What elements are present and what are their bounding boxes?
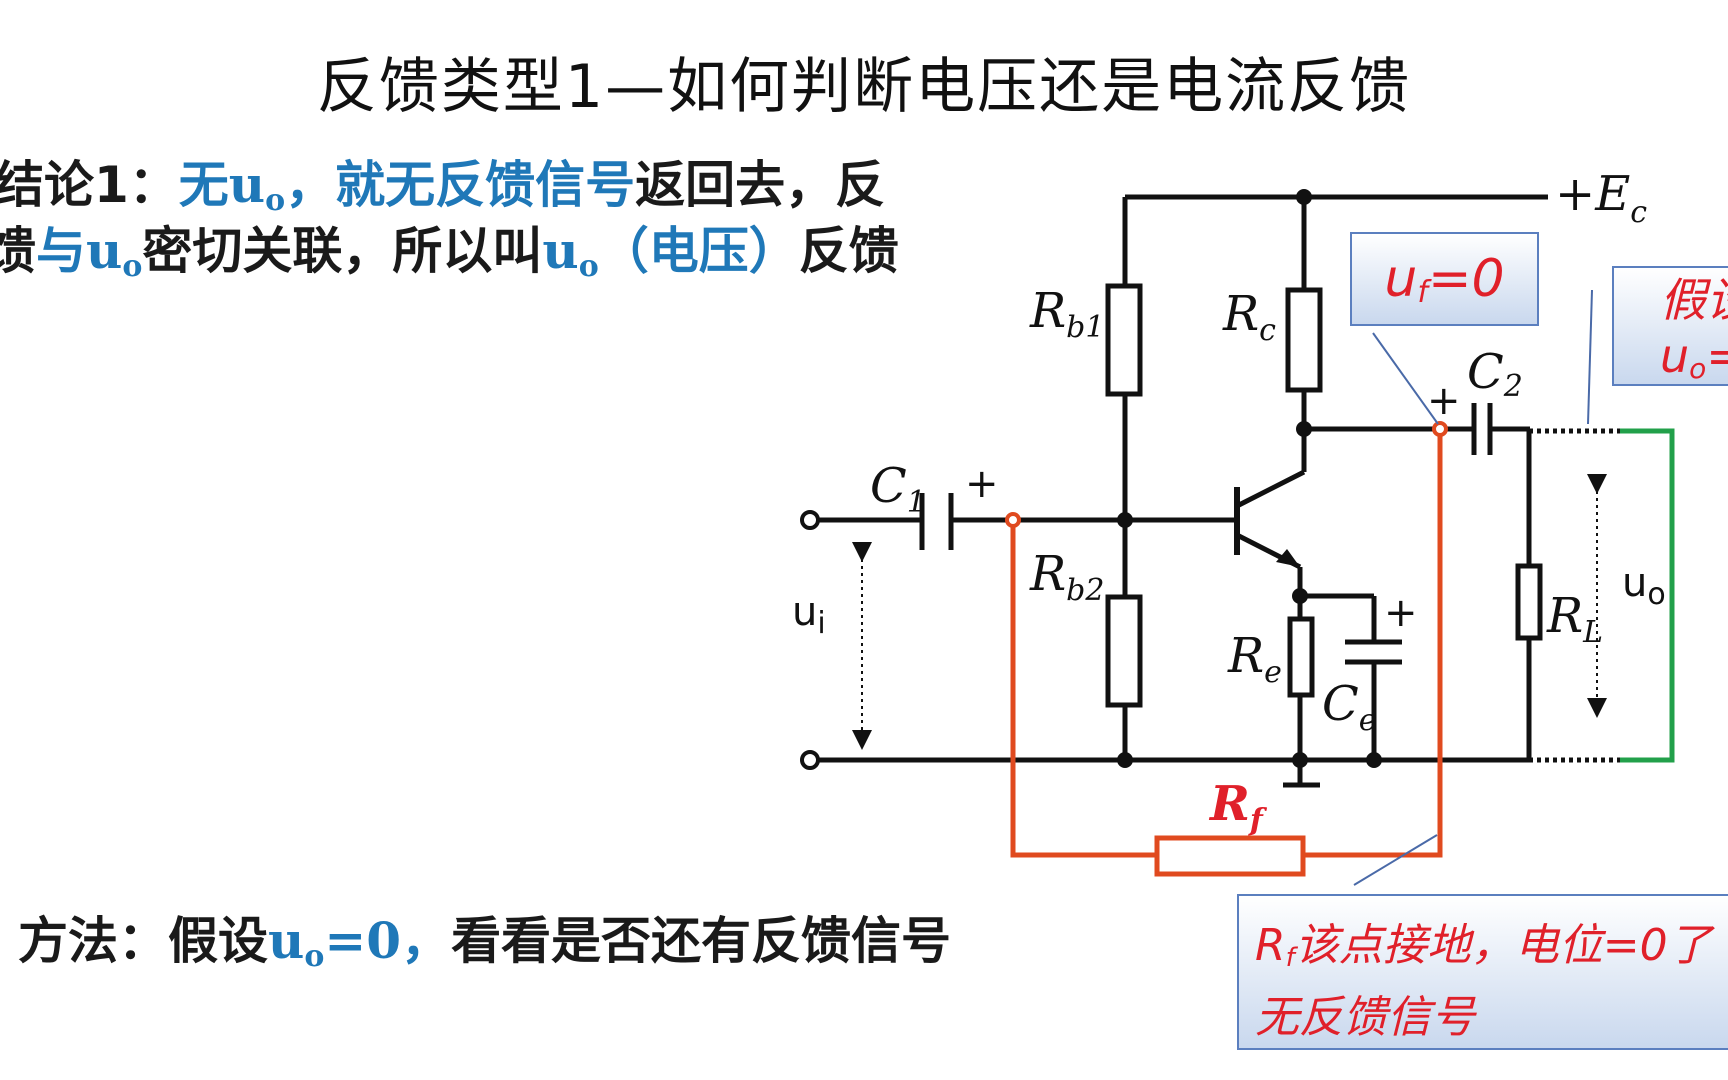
ground-line-1: Rf该点接地，电位=0了	[1255, 920, 1712, 973]
method-prefix: 方法：假设	[18, 912, 268, 970]
uo-subscript-3: o	[578, 249, 599, 284]
node-input-feedback	[1005, 512, 1021, 528]
return-text: 返回去，反	[635, 156, 886, 214]
conclusion-prefix: 结论1：	[0, 156, 179, 214]
rb2-label: Rb2	[1029, 546, 1104, 608]
uo-subscript: o	[265, 183, 286, 218]
method-u: u	[268, 911, 305, 970]
rc-label: Rc	[1222, 286, 1276, 348]
uo-subscript-2: o	[122, 249, 143, 284]
method-rest: 看看是否还有反馈信号	[451, 912, 952, 970]
uf-callout: uf=0	[1350, 232, 1539, 326]
rb2-resistor	[1105, 594, 1143, 708]
conclusion-line-1: 结论1：无uo，就无反馈信号返回去，反	[0, 145, 885, 218]
comma-text: ，就	[285, 156, 386, 214]
uf-u: u	[1384, 249, 1418, 309]
feedback-wire-right	[1303, 429, 1443, 858]
ground-pointer	[1353, 834, 1438, 886]
assume-pointer	[1587, 289, 1593, 425]
feed-text: 馈	[0, 222, 36, 280]
with-uo-text: 与u	[36, 221, 123, 280]
c2-label: C2	[1467, 344, 1523, 404]
uo-label: uo	[1622, 560, 1666, 612]
c1-label: C1	[870, 458, 926, 520]
ground-callout: Rf该点接地，电位=0了无反馈信号	[1237, 894, 1728, 1050]
rl-resistor	[1515, 563, 1543, 641]
feedback-wire	[1010, 520, 1157, 858]
rc-resistor	[1285, 287, 1323, 393]
no-feedback-text: 无反馈信号	[385, 156, 636, 214]
rf-label: Rf	[1208, 776, 1268, 838]
ground-line-2: 无反馈信号	[1255, 992, 1475, 1043]
rl-label: RL	[1546, 588, 1603, 650]
transistor-collector	[1235, 469, 1306, 509]
emitter-arrow	[1276, 549, 1300, 567]
node-ground-re	[1292, 752, 1308, 768]
node-emitter	[1292, 588, 1308, 604]
c2-plus: +	[1427, 378, 1461, 424]
voltage-text: （电压）	[598, 222, 799, 280]
ce-plus: +	[1384, 590, 1418, 636]
no-uo-text: 无u	[178, 155, 266, 214]
feedback-end-text: 反馈	[798, 222, 899, 280]
node-output-feedback	[1432, 421, 1448, 437]
c1-plus: +	[965, 461, 999, 507]
re-label: Re	[1227, 628, 1282, 690]
input-terminal-top	[800, 510, 820, 530]
assume-line-2: uo=0	[1660, 329, 1728, 385]
node-base	[1117, 512, 1133, 528]
uf-eq: =0	[1427, 249, 1505, 309]
uo-text: u	[542, 221, 579, 280]
ui-label: ui	[792, 589, 826, 641]
conclusion-line-2: 馈与uo密切关联，所以叫uo（电压）反馈	[0, 211, 899, 284]
output-short-wire	[1620, 428, 1675, 763]
rf-resistor	[1154, 835, 1306, 877]
ec-label: +Ec	[1555, 166, 1647, 230]
assume-callout: 假设uo=0	[1612, 266, 1728, 386]
re-resistor	[1287, 616, 1315, 698]
node-ground-ce	[1366, 752, 1382, 768]
ce-label: Ce	[1322, 676, 1377, 738]
rb1-resistor	[1105, 283, 1143, 397]
method-line: 方法：假设uo=0，看看是否还有反馈信号	[18, 901, 951, 974]
node-rail-rc	[1296, 189, 1312, 205]
assume-line-1: 假设	[1660, 273, 1728, 327]
method-u-sub: o	[304, 939, 325, 974]
node-collector	[1296, 421, 1312, 437]
method-eq: =0，	[324, 911, 452, 970]
input-terminal-bottom	[800, 750, 820, 770]
node-ground-rb2	[1117, 752, 1133, 768]
uf-pointer	[1372, 332, 1439, 425]
relation-text: 密切关联，所以叫	[142, 222, 543, 280]
page-title: 反馈类型1—如何判断电压还是电流反馈	[316, 52, 1412, 122]
rb1-label: Rb1	[1029, 283, 1104, 345]
uf-sub: f	[1417, 275, 1428, 310]
